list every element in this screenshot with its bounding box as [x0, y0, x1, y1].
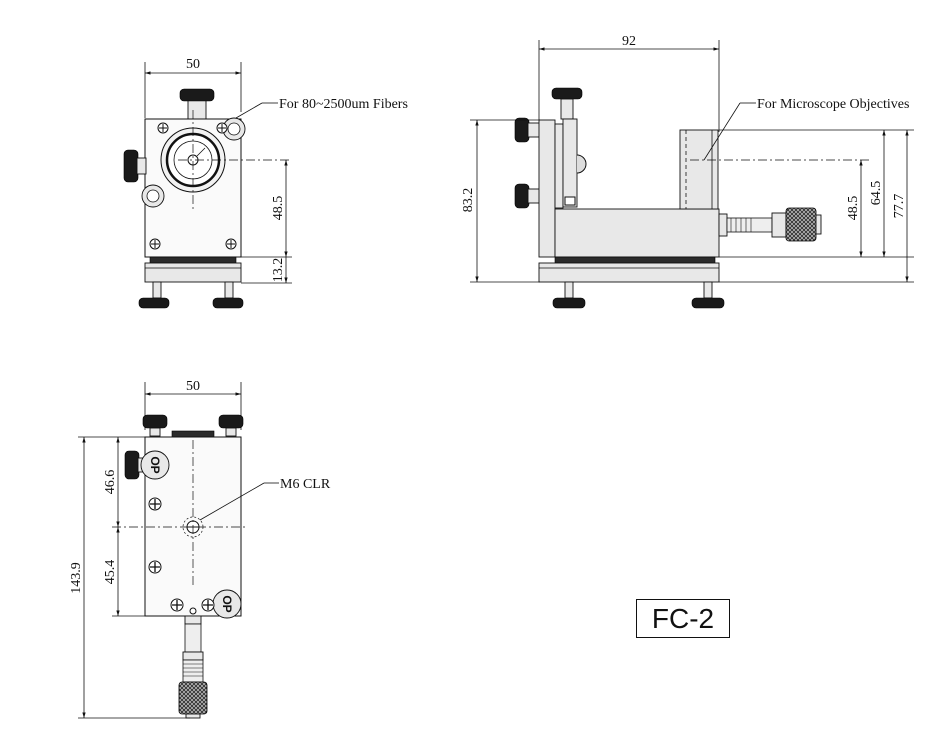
- front-width-dim: 50: [186, 57, 200, 72]
- side-length-dim: 92: [622, 34, 636, 49]
- side-dim-c: 77.7: [892, 194, 907, 219]
- side-dim-a: 48.5: [846, 196, 861, 221]
- side-view: 92: [461, 34, 914, 309]
- m6-callout: M6 CLR: [280, 477, 331, 492]
- op-label-bottom: OP: [220, 595, 234, 612]
- front-height-dim: 48.5: [271, 196, 286, 221]
- top-dim-upper: 46.6: [103, 470, 118, 495]
- side-dim-b: 64.5: [869, 181, 884, 206]
- objective-callout: For Microscope Objectives: [757, 97, 909, 112]
- top-width-dim: 50: [186, 379, 200, 394]
- model-label: FC-2: [636, 599, 730, 638]
- front-base-dim: 13.2: [271, 258, 286, 283]
- side-height-dim: 83.2: [461, 188, 476, 213]
- op-label-top: OP: [148, 456, 162, 473]
- fiber-callout: For 80~2500um Fibers: [279, 97, 408, 112]
- top-total-dim: 143.9: [69, 562, 84, 594]
- top-view: 50 OP OP: [69, 379, 331, 719]
- top-dim-lower: 45.4: [103, 560, 118, 585]
- front-view: 50: [123, 57, 408, 309]
